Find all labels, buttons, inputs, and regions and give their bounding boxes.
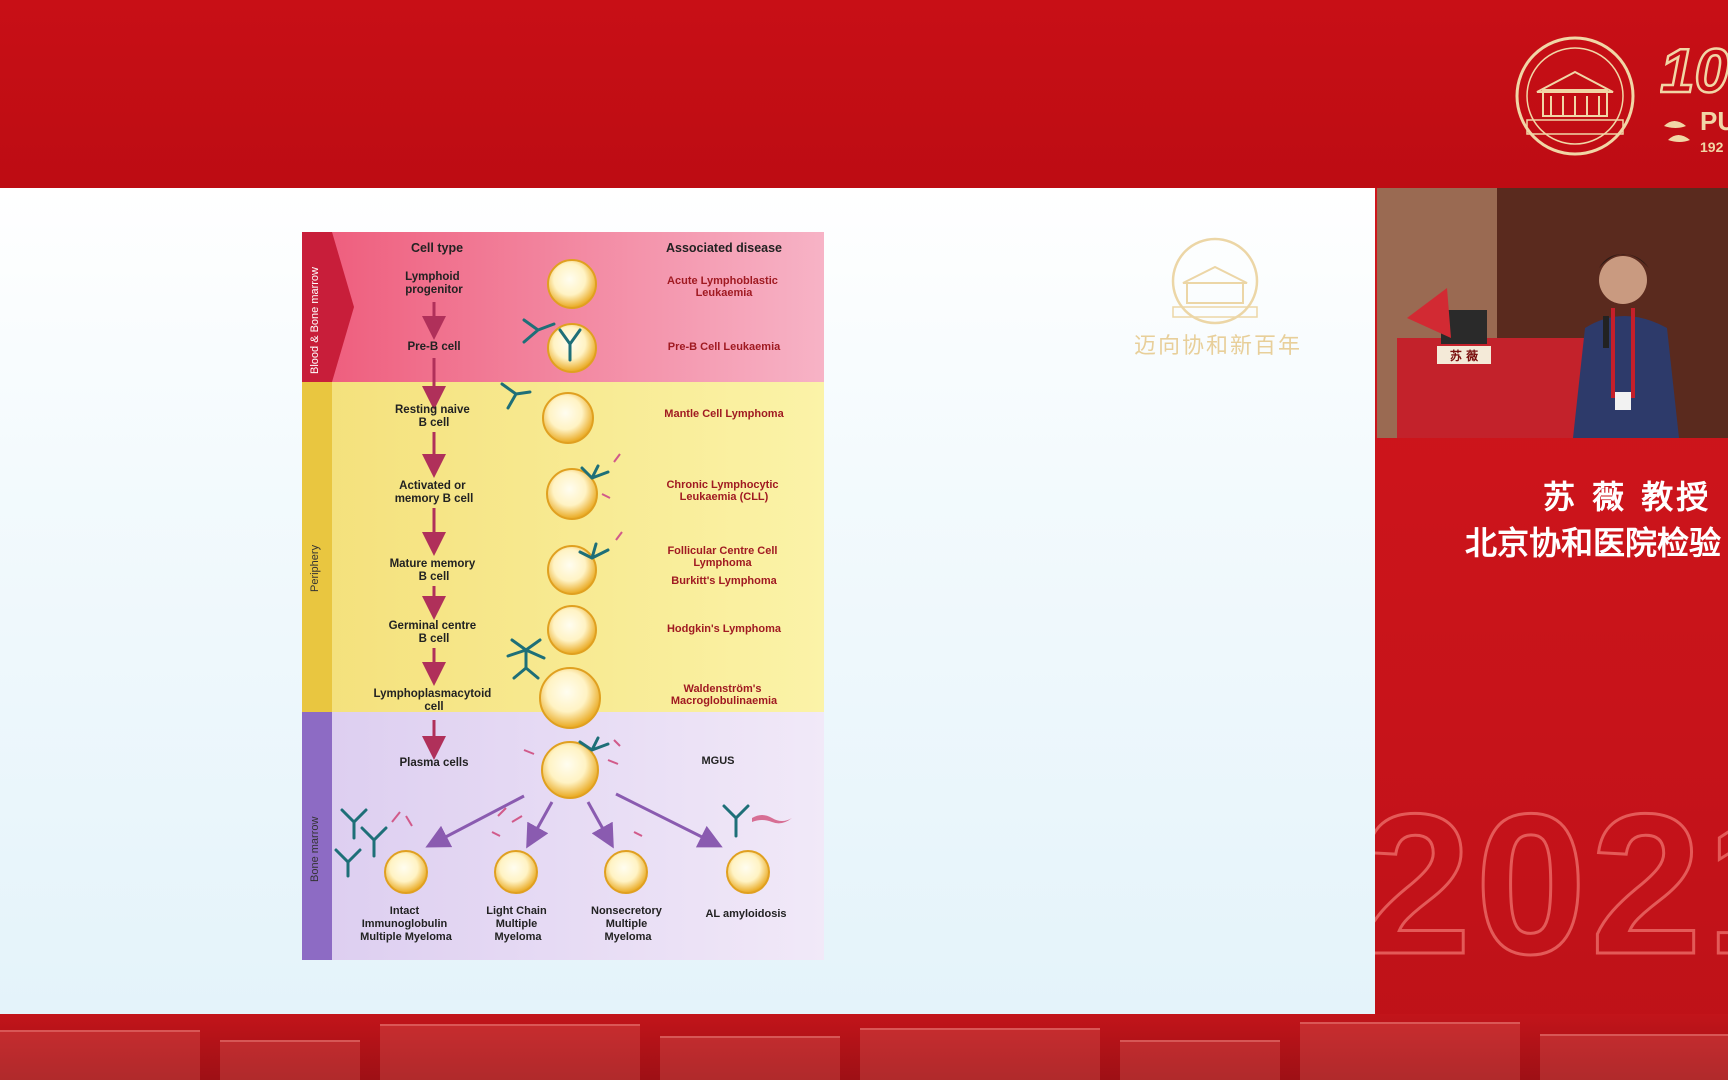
disease-label-follicular: Follicular Centre Cell Lymphoma Burkitt'… [667, 545, 780, 587]
disease-label-all: Acute Lymphoblastic Leukaemia [667, 275, 781, 299]
nameplate: 苏 薇 [1450, 348, 1478, 363]
cell-0-line-1: progenitor [405, 284, 463, 296]
cell-label-activated: Activated or memory B cell [395, 480, 474, 505]
disease-label-waldenstrom: Waldenström's Macroglobulinaemia [671, 683, 778, 707]
video-scene: 苏 薇 [1377, 188, 1728, 438]
amyloid-fibril [752, 815, 792, 824]
cell-label-mature-memory: Mature memory B cell [390, 558, 479, 583]
zone-label-blood: Blood & Bone marrow [309, 267, 321, 374]
zone-label-marrow: Bone marrow [309, 817, 321, 882]
top-banner [0, 0, 1728, 188]
watermark-slogan: 迈向协和新百年 [1133, 334, 1302, 359]
centennial-pu: PU [1700, 106, 1728, 136]
disease-label-pre-b: Pre-B Cell Leukaemia [668, 341, 781, 353]
cell-label-resting-naive: Resting naive B cell [395, 404, 473, 429]
hospital-seal-logo [1515, 36, 1635, 156]
speaker-organization: 北京协和医院检验 [1465, 524, 1722, 562]
cell-label-pre-b: Pre-B cell [407, 341, 460, 353]
column-header-cell-type: Cell type [411, 241, 463, 255]
outcome-nonsecretory-mm: Nonsecretory Multiple Myeloma [591, 905, 665, 943]
cell-0-line-0: Lymphoid [405, 271, 460, 283]
cell-label-plasma: Plasma cells [399, 757, 468, 769]
figure-drawing: Blood & Bone marrow Periphery Bone marro… [302, 232, 824, 960]
cell-label-lymphoplasmacytoid: Lymphoplasmacytoid cell [374, 688, 495, 713]
outcome-al-amyloidosis: AL amyloidosis [705, 908, 786, 920]
light-chain-fragments [391, 453, 643, 837]
plasma-cell-arrows [425, 792, 723, 849]
centennial-number: 10 [1660, 37, 1728, 106]
column-header-disease: Associated disease [666, 241, 782, 255]
cell-label-lymphoid: Lymphoid progenitor [405, 271, 463, 296]
speaker-video: 苏 薇 [1377, 188, 1728, 438]
bottom-decor-strip [0, 1014, 1728, 1080]
cell-drawings [384, 259, 770, 894]
disease-label-hodgkin: Hodgkin's Lymphoma [667, 623, 782, 635]
antibody-drawings [334, 318, 750, 878]
watermark-seal [1171, 237, 1259, 325]
centennial-logo: 10 PU 192 [1660, 36, 1728, 155]
centennial-year: 192 [1700, 139, 1724, 155]
presentation-slide: Blood & Bone marrow Periphery Bone marro… [0, 188, 1375, 1014]
b-cell-lineage-figure: Blood & Bone marrow Periphery Bone marro… [302, 232, 824, 960]
cell-label-germinal: Germinal centre B cell [389, 620, 480, 645]
zone-label-periphery: Periphery [309, 544, 321, 592]
speaker-name: 苏 薇 教授 [1543, 478, 1712, 516]
disease-label-cll: Chronic Lymphocytic Leukaemia (CLL) [666, 479, 781, 503]
outcome-intact-ig-mm: Intact Immunoglobulin Multiple Myeloma [360, 905, 453, 943]
disease-label-mgus: MGUS [702, 755, 735, 767]
disease-label-mantle: Mantle Cell Lymphoma [664, 408, 784, 420]
year-decoration: 2021 [1375, 772, 1728, 998]
outcome-light-chain-mm: Light Chain Multiple Myeloma [486, 905, 550, 943]
